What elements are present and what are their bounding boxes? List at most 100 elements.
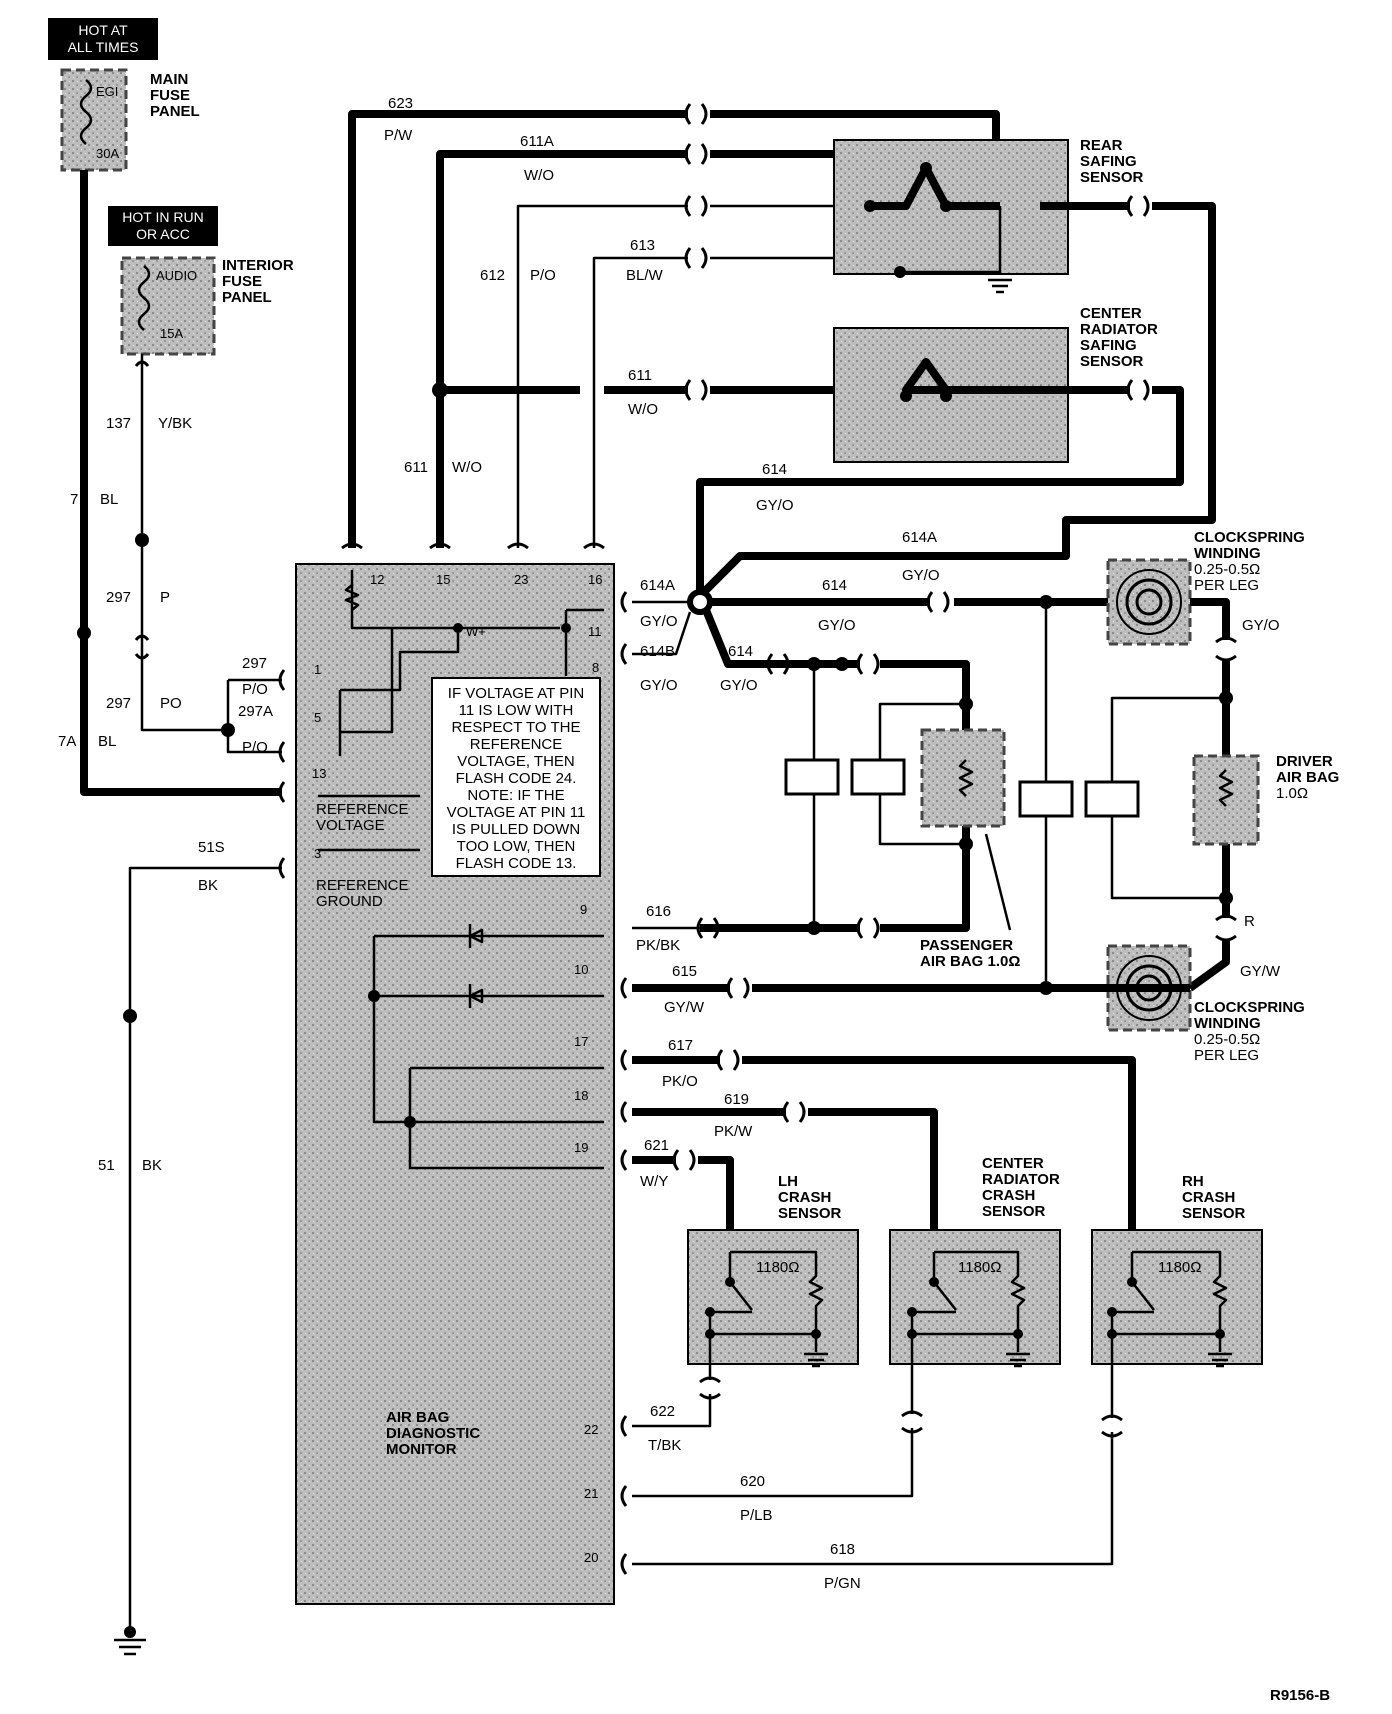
svg-text:RH: RH bbox=[1182, 1173, 1204, 1190]
svg-text:TOO LOW, THEN: TOO LOW, THEN bbox=[457, 838, 576, 855]
svg-text:1: 1 bbox=[314, 662, 321, 677]
center-radiator-safing-sensor: CENTER RADIATOR SAFING SENSOR bbox=[833, 305, 1158, 463]
svg-text:SAFING: SAFING bbox=[1080, 337, 1137, 354]
svg-text:RESPECT TO THE: RESPECT TO THE bbox=[452, 719, 581, 736]
wire-614a-top bbox=[697, 202, 1216, 599]
svg-text:23: 23 bbox=[514, 572, 528, 587]
svg-text:SENSOR: SENSOR bbox=[1080, 169, 1144, 186]
svg-text:CRASH: CRASH bbox=[982, 1187, 1035, 1204]
svg-text:613: 613 bbox=[630, 237, 655, 254]
hot-at-all-times-label: HOT AT ALL TIMES bbox=[48, 18, 158, 60]
svg-text:CRASH: CRASH bbox=[778, 1189, 831, 1206]
sense-block-1 bbox=[784, 758, 840, 796]
svg-text:SENSOR: SENSOR bbox=[1080, 353, 1144, 370]
svg-text:SENSOR: SENSOR bbox=[1182, 1205, 1246, 1222]
svg-text:7A: 7A bbox=[58, 733, 76, 750]
svg-text:RADIATOR: RADIATOR bbox=[982, 1171, 1060, 1188]
svg-text:30A: 30A bbox=[96, 146, 119, 161]
svg-text:PO: PO bbox=[160, 695, 182, 712]
svg-text:GY/O: GY/O bbox=[1242, 617, 1280, 634]
svg-text:618: 618 bbox=[830, 1541, 855, 1558]
svg-text:51: 51 bbox=[98, 1157, 115, 1174]
wire-621 bbox=[632, 1156, 734, 1240]
wire-297-pins bbox=[226, 678, 282, 754]
svg-text:MONITOR: MONITOR bbox=[386, 1441, 457, 1458]
svg-text:OR ACC: OR ACC bbox=[136, 226, 190, 242]
clockspring-winding-top: CLOCKSPRING WINDING 0.25-0.5Ω PER LEG bbox=[1106, 529, 1305, 646]
svg-text:EGI: EGI bbox=[96, 84, 118, 99]
sense-block-3 bbox=[1018, 780, 1074, 818]
wire-619 bbox=[632, 1108, 938, 1240]
svg-text:5: 5 bbox=[314, 710, 321, 725]
svg-text:22: 22 bbox=[584, 1422, 598, 1437]
svg-text:16: 16 bbox=[588, 572, 602, 587]
svg-text:P/GN: P/GN bbox=[824, 1575, 861, 1592]
svg-text:FUSE: FUSE bbox=[150, 87, 190, 104]
svg-text:INTERIOR: INTERIOR bbox=[222, 257, 294, 274]
svg-text:REFERENCE: REFERENCE bbox=[316, 877, 409, 894]
svg-text:W/O: W/O bbox=[452, 459, 482, 476]
svg-text:P: P bbox=[160, 589, 170, 606]
passenger-air-bag: PASSENGER AIR BAG 1.0Ω bbox=[920, 728, 1020, 970]
svg-text:8: 8 bbox=[592, 660, 599, 675]
center-radiator-crash-sensor: 1180Ω CENTER RADIATOR CRASH SENSOR bbox=[889, 1155, 1061, 1368]
svg-text:297: 297 bbox=[106, 695, 131, 712]
svg-text:VOLTAGE AT PIN 11: VOLTAGE AT PIN 11 bbox=[447, 804, 586, 821]
svg-text:619: 619 bbox=[724, 1091, 749, 1108]
svg-text:P/O: P/O bbox=[242, 681, 268, 698]
svg-text:GY/O: GY/O bbox=[756, 497, 794, 514]
svg-text:P/W: P/W bbox=[384, 127, 413, 144]
svg-text:HOT AT: HOT AT bbox=[78, 22, 128, 38]
svg-text:DRIVER: DRIVER bbox=[1276, 753, 1333, 770]
wire-51 bbox=[128, 866, 282, 1630]
svg-text:DIAGNOSTIC: DIAGNOSTIC bbox=[386, 1425, 480, 1442]
svg-text:18: 18 bbox=[574, 1088, 588, 1103]
svg-text:11 IS LOW WITH: 11 IS LOW WITH bbox=[459, 702, 574, 719]
svg-text:REFERENCE: REFERENCE bbox=[470, 736, 563, 753]
svg-text:614: 614 bbox=[822, 577, 847, 594]
svg-text:9: 9 bbox=[580, 902, 587, 917]
svg-text:AUDIO: AUDIO bbox=[156, 268, 197, 283]
hot-in-run-label: HOT IN RUN OR ACC bbox=[108, 206, 218, 246]
svg-text:AIR BAG 1.0Ω: AIR BAG 1.0Ω bbox=[920, 953, 1020, 970]
svg-text:FLASH CODE 13.: FLASH CODE 13. bbox=[456, 855, 577, 872]
svg-text:PK/W: PK/W bbox=[714, 1123, 753, 1140]
svg-text:620: 620 bbox=[740, 1473, 765, 1490]
svg-text:616: 616 bbox=[646, 903, 671, 920]
svg-text:612: 612 bbox=[480, 267, 505, 284]
svg-text:11: 11 bbox=[588, 624, 602, 639]
splice-hub bbox=[687, 589, 713, 615]
svg-text:IS PULLED DOWN: IS PULLED DOWN bbox=[452, 821, 580, 838]
svg-text:3: 3 bbox=[314, 846, 321, 861]
svg-text:BK: BK bbox=[198, 877, 218, 894]
svg-text:MAIN: MAIN bbox=[150, 71, 188, 88]
svg-text:CLOCKSPRING: CLOCKSPRING bbox=[1194, 529, 1305, 546]
svg-text:7: 7 bbox=[70, 491, 78, 508]
ground-symbol bbox=[114, 1626, 146, 1656]
svg-text:AIR BAG: AIR BAG bbox=[1276, 769, 1339, 786]
svg-text:GY/O: GY/O bbox=[640, 613, 678, 630]
svg-text:622: 622 bbox=[650, 1403, 675, 1420]
svg-text:615: 615 bbox=[672, 963, 697, 980]
svg-text:614B: 614B bbox=[640, 643, 675, 660]
svg-text:0.25-0.5Ω: 0.25-0.5Ω bbox=[1194, 1031, 1260, 1048]
wire-611a bbox=[436, 150, 874, 548]
svg-text:611: 611 bbox=[404, 459, 428, 476]
svg-text:623: 623 bbox=[388, 95, 413, 112]
lh-crash-sensor: 1180Ω LH CRASH SENSOR bbox=[687, 1173, 859, 1368]
svg-text:PANEL: PANEL bbox=[222, 289, 272, 306]
svg-text:BL: BL bbox=[100, 491, 118, 508]
svg-text:15: 15 bbox=[436, 572, 450, 587]
svg-text:REAR: REAR bbox=[1080, 137, 1123, 154]
svg-text:51S: 51S bbox=[198, 839, 225, 856]
svg-text:HOT IN RUN: HOT IN RUN bbox=[122, 209, 203, 225]
rear-safing-sensor: REAR SAFING SENSOR bbox=[833, 137, 1144, 294]
svg-text:W/Y: W/Y bbox=[640, 1173, 668, 1190]
svg-text:BL: BL bbox=[98, 733, 116, 750]
svg-text:CRASH: CRASH bbox=[1182, 1189, 1235, 1206]
wire-618 bbox=[632, 1334, 1114, 1566]
svg-text:297: 297 bbox=[106, 589, 131, 606]
svg-text:614A: 614A bbox=[902, 529, 937, 546]
svg-text:611A: 611A bbox=[520, 133, 554, 150]
